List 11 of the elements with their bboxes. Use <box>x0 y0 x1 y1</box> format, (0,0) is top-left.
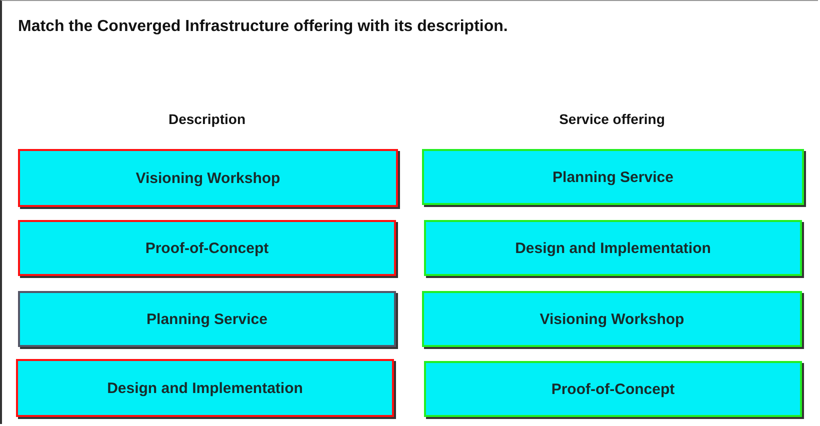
answer-tile: Visioning Workshop <box>18 149 398 207</box>
column-heading: Description <box>168 111 246 127</box>
answer-tile: Proof-of-Concept <box>18 220 396 276</box>
column-heading: Service offering <box>559 111 665 127</box>
answer-tile: Design and Implementation <box>16 359 394 417</box>
answer-tile: Proof-of-Concept <box>424 361 802 417</box>
answer-tile: Design and Implementation <box>424 220 802 276</box>
answer-tile: Planning Service <box>422 149 804 205</box>
instruction-text: Match the Converged Infrastructure offering with its description. <box>18 17 509 37</box>
answer-tile: Planning Service <box>18 291 396 347</box>
answer-tile: Visioning Workshop <box>422 291 802 347</box>
